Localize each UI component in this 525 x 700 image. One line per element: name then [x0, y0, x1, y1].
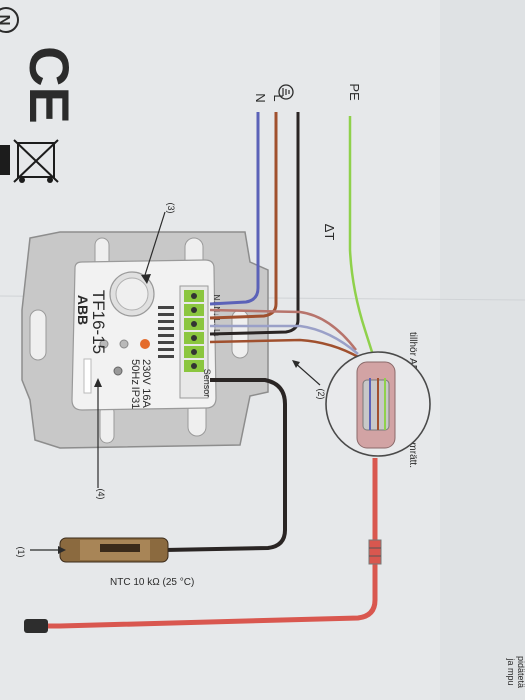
cable-end-cap — [24, 619, 48, 633]
heating-cable-marker — [368, 539, 382, 565]
callout-2-label: (2) — [316, 389, 326, 400]
n-mark-text: N — [0, 15, 13, 26]
wire-label-pe: PE — [347, 83, 362, 101]
delta-t-label: ΔT — [322, 224, 337, 241]
indicator-led — [140, 339, 150, 349]
cable-joint-wires — [209, 308, 361, 360]
rating-voltage: 230V — [140, 359, 152, 385]
sensor-wire — [164, 378, 287, 552]
page-text-line-3: pidätetä — [516, 656, 525, 688]
rating-current: 16A — [140, 388, 152, 408]
ntc-sensor — [59, 537, 169, 563]
weee-bin-icon — [0, 139, 59, 183]
wire-label-n: N — [253, 93, 268, 102]
paper-fold-shade — [440, 0, 525, 700]
circle-n-mark: N — [0, 7, 19, 33]
callout-4: (4) — [94, 378, 106, 500]
rating-freq: 50Hz — [129, 359, 141, 385]
page-text-line-2: ja mpu — [506, 657, 516, 685]
callout-3-label: (3) — [166, 203, 176, 214]
callout-1-label: (1) — [16, 547, 26, 558]
sensor-caption: NTC 10 kΩ (25 °C) — [110, 577, 194, 588]
device-brand: ABB — [75, 295, 91, 325]
callout-3: (3) — [141, 203, 176, 284]
sensor-terminal-label: Sensor — [202, 369, 212, 398]
earth-symbol-icon — [278, 84, 294, 100]
callout-2: (2) — [292, 360, 326, 400]
callout-4-label: (4) — [96, 489, 106, 500]
vent-slots — [158, 306, 174, 358]
supply-wires — [209, 112, 374, 353]
wire-label-l: L — [271, 94, 286, 101]
pe-wire — [348, 116, 374, 353]
neutral-wire — [209, 112, 260, 306]
ce-mark: CE — [18, 46, 81, 124]
callout-1: (1) — [16, 546, 66, 558]
live-wire-black — [209, 112, 300, 336]
device-model: TF16-15 — [89, 290, 108, 354]
terminal-block — [179, 285, 209, 399]
terminal-labels: N↓ N↓ L↓ L↓ — [212, 294, 221, 337]
cable-joint-detail — [325, 351, 431, 457]
rating-ip: IP31 — [129, 387, 141, 410]
